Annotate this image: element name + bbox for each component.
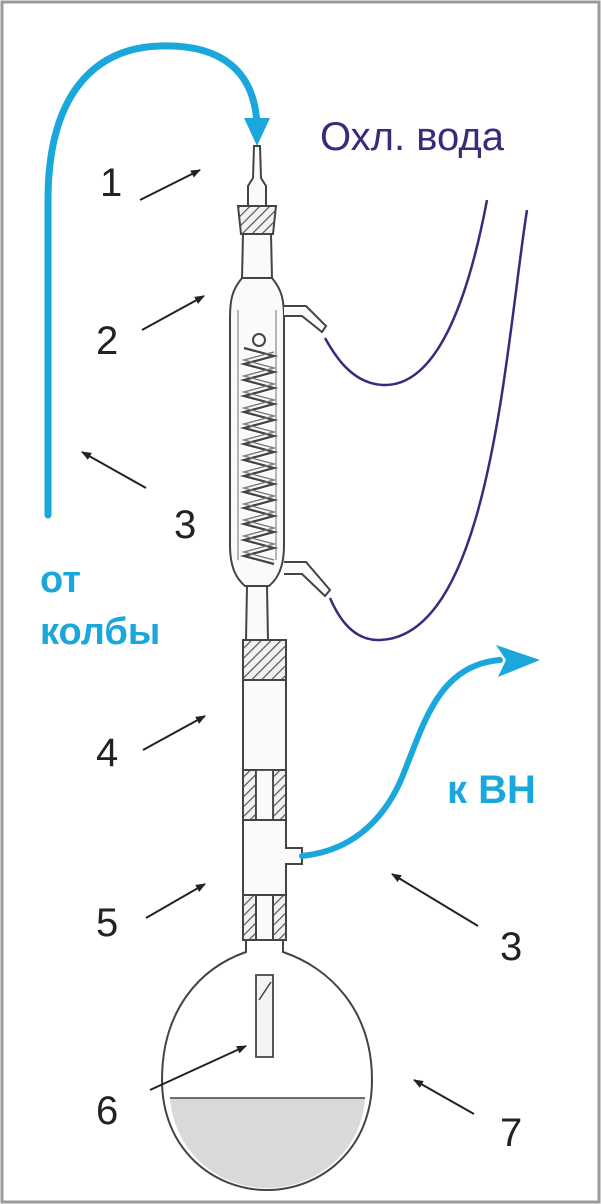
callout-number-3-lower: 3 (500, 925, 522, 969)
callout-arrow-3-upper (81, 451, 147, 489)
coil-top-loop (252, 333, 266, 347)
condenser-inner-wall (237, 310, 277, 560)
condenser-lower-neck (244, 585, 270, 641)
condenser-coil (239, 346, 279, 566)
coil-back-turns (241, 351, 277, 561)
callout-arrow-5 (145, 883, 206, 919)
callout-number-6: 6 (96, 1089, 118, 1133)
callout-number-5: 5 (96, 901, 118, 945)
from-flask-label-line1: от (40, 559, 81, 601)
callout-number-7: 7 (500, 1111, 522, 1155)
adapter-sleeve-right-lower (272, 894, 287, 941)
inner-tube-tip (255, 974, 274, 1058)
inlet-hose-arrowhead (244, 118, 270, 146)
callout-arrow-6 (149, 1045, 247, 1091)
flask-liquid (170, 1098, 365, 1188)
callout-arrow-7 (413, 1079, 475, 1115)
vacuum-hose (299, 657, 503, 859)
callout-number-4: 4 (96, 731, 118, 775)
condenser-upper-neck (240, 233, 274, 279)
coil-front-turns (239, 346, 279, 566)
adapter-sleeve-left-upper (242, 769, 257, 821)
callout-number-1: 1 (100, 161, 122, 205)
cooling-water-label: Охл. вода (320, 115, 505, 159)
inlet-tip (247, 145, 267, 207)
vacuum-hose-arrowhead (496, 645, 540, 677)
from-flask-label-line2: колбы (40, 611, 160, 653)
inner-tube-cut (258, 981, 272, 1001)
vacuum-tee (242, 819, 303, 896)
adapter-sleeve-left-lower (242, 894, 257, 941)
cooling-water-line-upper (323, 199, 489, 387)
water-port-upper (284, 305, 328, 334)
adapter-body (242, 679, 287, 771)
callout-arrow-3-lower (391, 873, 479, 927)
cooling-water-line-lower (328, 209, 529, 642)
callout-arrow-1 (139, 169, 201, 201)
callout-number-2: 2 (96, 319, 118, 363)
to-vacuum-label: к ВН (447, 768, 536, 812)
callout-number-3-upper: 3 (174, 503, 196, 547)
callout-arrow-2 (141, 295, 205, 331)
callout-arrow-4 (142, 715, 206, 751)
inlet-hose (44, 42, 261, 519)
adapter-sleeve-right-upper (272, 769, 287, 821)
top-ground-joint (236, 205, 278, 235)
water-port-lower (284, 561, 332, 598)
middle-ground-joint (242, 639, 287, 681)
